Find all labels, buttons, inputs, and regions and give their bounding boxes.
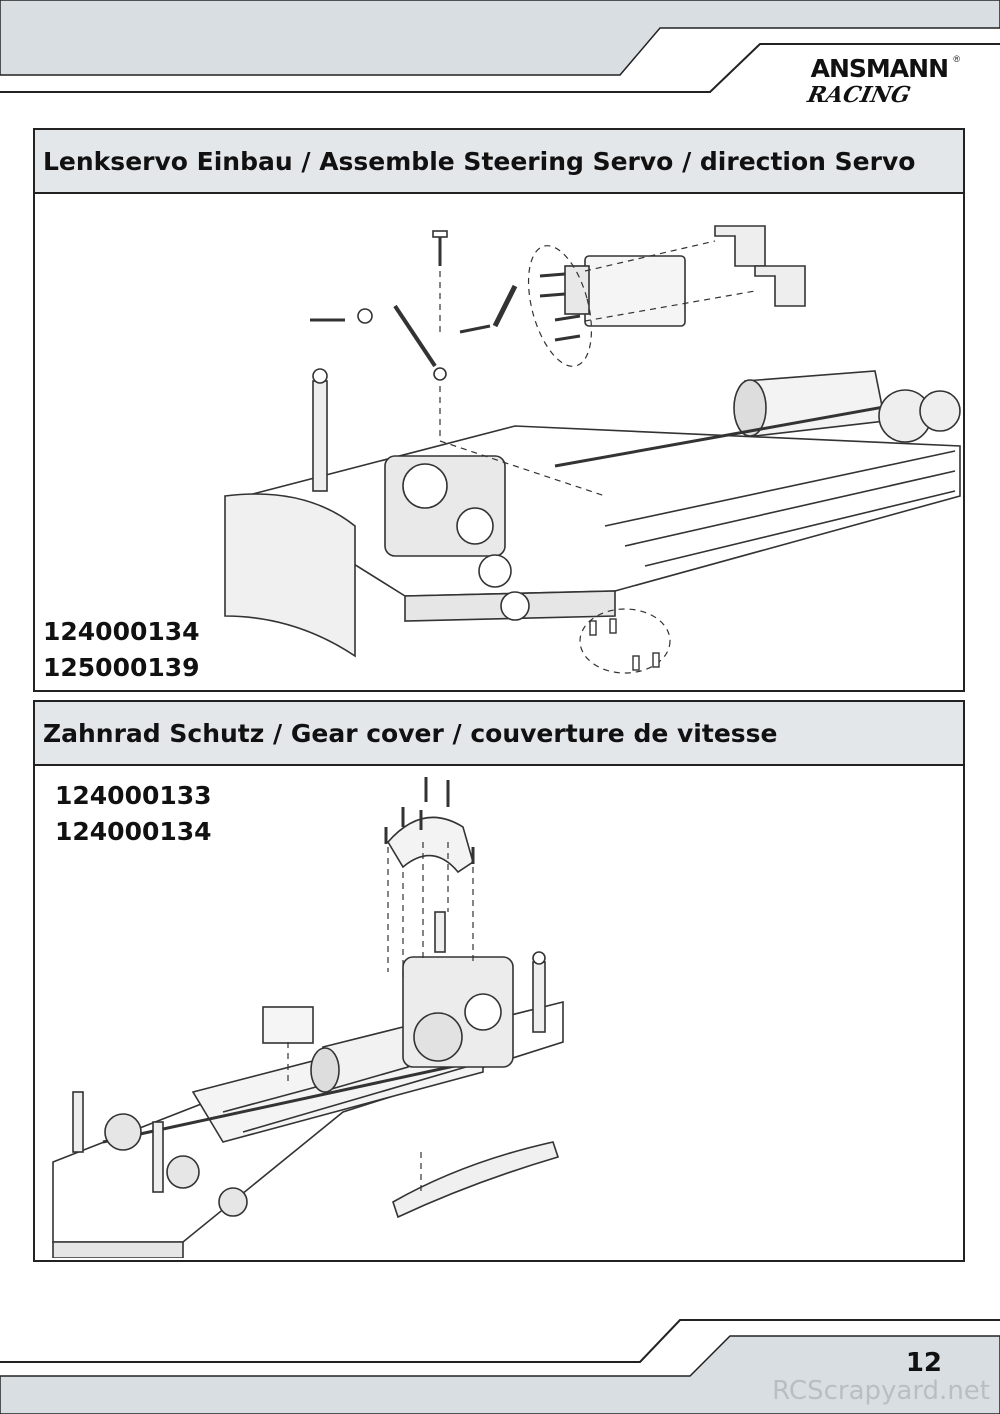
part-number: 124000133: [55, 781, 212, 810]
part-number-list: 124000134 125000139: [43, 614, 200, 686]
brand-logo: ANSMANN ® RACING: [770, 50, 960, 110]
part-number: 125000139: [43, 653, 200, 682]
section-title: Lenkservo Einbau / Assemble Steering Ser…: [35, 130, 963, 194]
watermark-text: RCScrapyard.net: [772, 1376, 990, 1406]
part-number-list: 124000133 124000134: [55, 778, 212, 850]
brand-name: ANSMANN: [810, 54, 949, 83]
part-number: 124000134: [55, 817, 212, 846]
gear-cover-assembly-drawing: [52, 777, 564, 1258]
part-number: 124000134: [43, 617, 200, 646]
steering-servo-section: Lenkservo Einbau / Assemble Steering Ser…: [33, 128, 965, 692]
header-band: [0, 0, 1000, 93]
page-number: 12: [905, 1348, 942, 1378]
gear-cover-section: Zahnrad Schutz / Gear cover / couverture…: [33, 700, 965, 1262]
section-title: Zahnrad Schutz / Gear cover / couverture…: [35, 702, 963, 766]
brand-subtitle: RACING: [805, 82, 913, 108]
steering-servo-assembly-drawing: [224, 225, 961, 674]
brand-registered-mark: ®: [953, 54, 960, 64]
footer-band: [0, 1319, 1000, 1414]
